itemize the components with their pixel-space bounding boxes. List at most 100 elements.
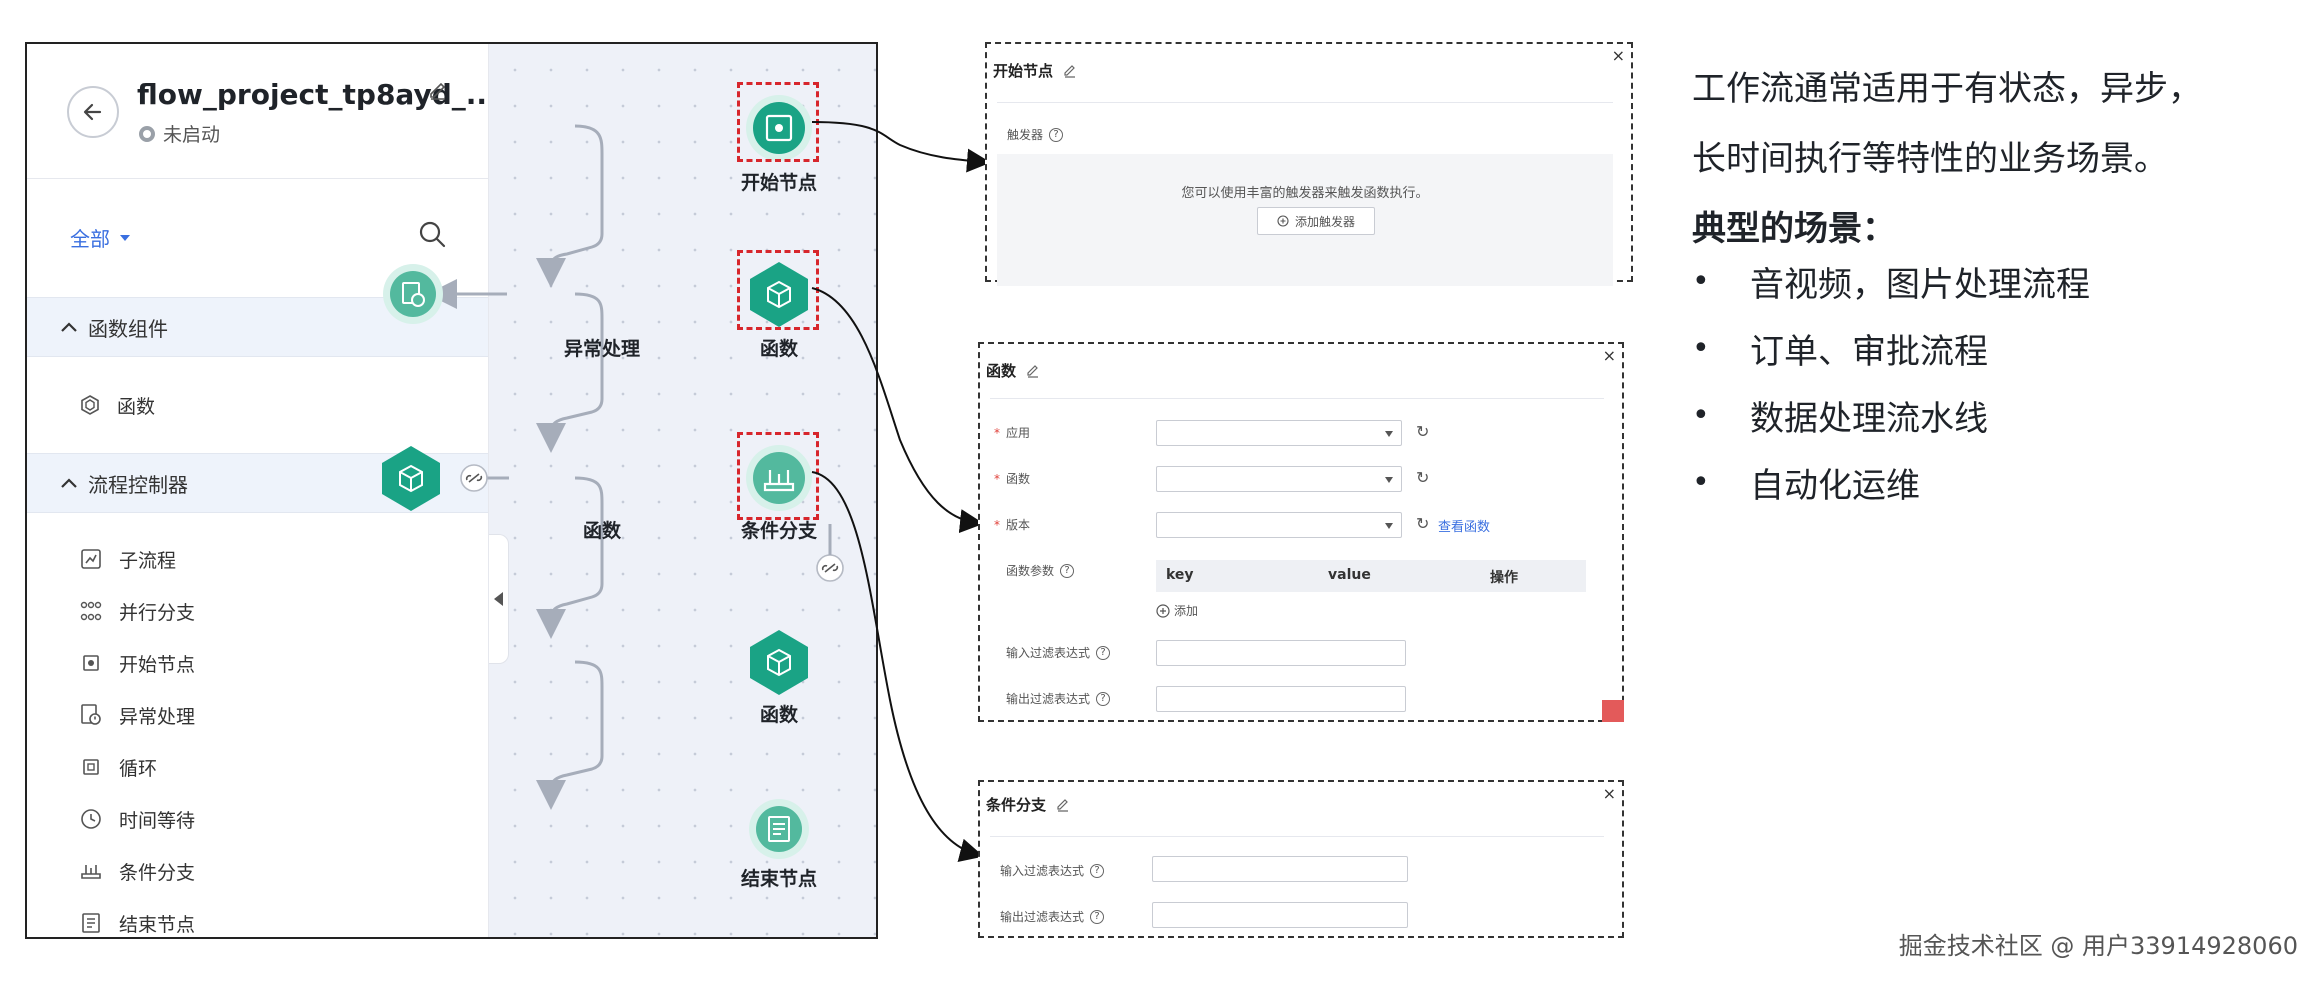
component-item-subflow[interactable]: 子流程 xyxy=(27,533,488,585)
highlight-condition-node xyxy=(737,432,819,520)
app-select[interactable] xyxy=(1156,420,1402,446)
component-item-parallel-branch[interactable]: 并行分支 xyxy=(27,585,488,637)
function-icon xyxy=(767,280,791,309)
project-header: flow_project_tp8ayd_... 未启动 xyxy=(27,44,498,179)
condition-input-filter-input[interactable] xyxy=(1152,856,1408,882)
column-key: key xyxy=(1166,567,1194,583)
node-label-end: 结束节点 xyxy=(740,868,818,890)
arrow-left-icon xyxy=(83,103,102,121)
help-icon[interactable]: ? xyxy=(1090,909,1105,924)
version-field-label: *版本 xyxy=(994,517,1031,533)
start-node-icon xyxy=(83,655,99,671)
trigger-hint: 您可以使用丰富的触发器来触发函数执行。 xyxy=(1181,186,1429,201)
view-function-link[interactable]: 查看函数 xyxy=(1438,520,1491,535)
edit-icon[interactable] xyxy=(1063,64,1077,78)
condition-icon xyxy=(763,470,795,492)
version-field-label-text: 版本 xyxy=(1006,518,1031,532)
description-heading: 典型的场景： xyxy=(1692,209,1896,249)
add-param-label: 添加 xyxy=(1174,604,1199,618)
component-label: 结束节点 xyxy=(119,913,196,936)
add-param-button[interactable]: 添加 xyxy=(1156,602,1198,619)
panel-title-text: 条件分支 xyxy=(986,796,1047,814)
help-icon[interactable]: ? xyxy=(1096,645,1111,660)
node-label-function-bottom: 函数 xyxy=(759,704,799,726)
component-item-exception[interactable]: 异常处理 xyxy=(27,689,488,741)
component-label: 异常处理 xyxy=(119,705,196,728)
component-label: 条件分支 xyxy=(119,861,196,884)
start-node-panel: 开始节点 × 触发器 ? 您可以使用丰富的触发器来触发函数执行。 添加触发器 xyxy=(985,42,1633,286)
app-field-label-text: 应用 xyxy=(1006,426,1031,440)
edge-function-condition xyxy=(536,292,604,453)
exception-node xyxy=(383,264,443,324)
group-title: 函数组件 xyxy=(88,316,168,341)
list-item-text: 订单、审批流程 xyxy=(1750,332,1988,372)
close-icon[interactable]: × xyxy=(1602,784,1616,803)
edge-start-function xyxy=(536,124,604,288)
panel-title: 条件分支 xyxy=(986,794,1070,815)
component-label: 循环 xyxy=(119,757,158,780)
version-select[interactable] xyxy=(1156,512,1402,538)
flow-controller-list: 子流程 并行分支 开始节点 异常处理 循环 时间等待 xyxy=(27,513,488,937)
callout-condition xyxy=(811,471,984,863)
output-filter-label-text: 输出过滤表达式 xyxy=(1006,692,1091,706)
edit-icon[interactable] xyxy=(1056,798,1070,812)
output-filter-label: 输出过滤表达式 ? xyxy=(1006,690,1111,707)
end-node xyxy=(749,799,809,859)
list-item: •自动化运维 xyxy=(1692,449,2090,516)
function-select[interactable] xyxy=(1156,466,1402,492)
list-item-text: 自动化运维 xyxy=(1750,466,1920,506)
component-label: 开始节点 xyxy=(119,653,196,676)
sidebar-collapse-handle[interactable] xyxy=(489,534,509,664)
red-corner-badge xyxy=(1602,700,1624,722)
component-item-end-node[interactable]: 结束节点 xyxy=(27,897,488,937)
condition-output-filter-input[interactable] xyxy=(1152,902,1408,928)
edit-icon[interactable] xyxy=(427,80,449,102)
condition-input-filter-label: 输入过滤表达式 ? xyxy=(1000,862,1105,879)
search-icon[interactable] xyxy=(417,219,447,249)
filter-dropdown[interactable]: 全部 xyxy=(70,223,132,252)
chevron-up-icon xyxy=(61,322,77,332)
caret-down-icon xyxy=(1385,431,1393,437)
list-item: •数据处理流水线 xyxy=(1692,382,2090,449)
add-trigger-button[interactable]: 添加触发器 xyxy=(1257,207,1375,235)
list-item-text: 音视频，图片处理流程 xyxy=(1750,265,2090,305)
component-sidebar: flow_project_tp8ayd_... 未启动 全部 函数组件 函数 流… xyxy=(27,44,498,937)
refresh-icon[interactable]: ↻ xyxy=(1416,422,1430,441)
status-text: 未启动 xyxy=(163,124,221,146)
close-icon[interactable]: × xyxy=(1602,346,1616,365)
help-icon[interactable]: ? xyxy=(1090,863,1105,878)
divider xyxy=(997,102,1613,103)
chevron-up-icon xyxy=(61,478,77,488)
output-filter-input[interactable] xyxy=(1156,686,1406,712)
node-label-function-side: 函数 xyxy=(582,520,622,542)
component-item-time-wait[interactable]: 时间等待 xyxy=(27,793,488,845)
back-button[interactable] xyxy=(67,86,119,138)
input-filter-input[interactable] xyxy=(1156,640,1406,666)
edge-condition-function-bottom xyxy=(536,476,604,639)
help-icon[interactable]: ? xyxy=(1096,691,1111,706)
function-field-label-text: 函数 xyxy=(1006,472,1031,486)
refresh-icon[interactable]: ↻ xyxy=(1416,514,1430,533)
function-icon xyxy=(767,648,791,677)
node-label-exception: 异常处理 xyxy=(563,338,641,360)
callout-function xyxy=(811,287,984,534)
component-item-loop[interactable]: 循环 xyxy=(27,741,488,793)
project-status: 未启动 xyxy=(139,120,220,147)
group-title: 流程控制器 xyxy=(88,472,188,497)
column-operation: 操作 xyxy=(1490,570,1518,586)
help-icon[interactable]: ? xyxy=(1049,127,1064,142)
caret-down-icon xyxy=(120,234,130,241)
component-item-start-node[interactable]: 开始节点 xyxy=(27,637,488,689)
component-item-function[interactable]: 函数 xyxy=(27,357,488,453)
trigger-label: 触发器 ? xyxy=(1007,126,1064,143)
input-filter-label-text: 输入过滤表达式 xyxy=(1006,646,1091,660)
component-item-condition[interactable]: 条件分支 xyxy=(27,845,488,897)
component-label: 子流程 xyxy=(119,549,177,572)
refresh-icon[interactable]: ↻ xyxy=(1416,468,1430,487)
close-icon[interactable]: × xyxy=(1611,46,1625,65)
watermark: 掘金技术社区 @ 用户33914928060 xyxy=(1898,932,2298,960)
params-table-header: key value 操作 xyxy=(1156,560,1586,592)
condition-icon xyxy=(81,865,101,879)
edit-icon[interactable] xyxy=(1026,364,1040,378)
help-icon[interactable]: ? xyxy=(1060,563,1075,578)
